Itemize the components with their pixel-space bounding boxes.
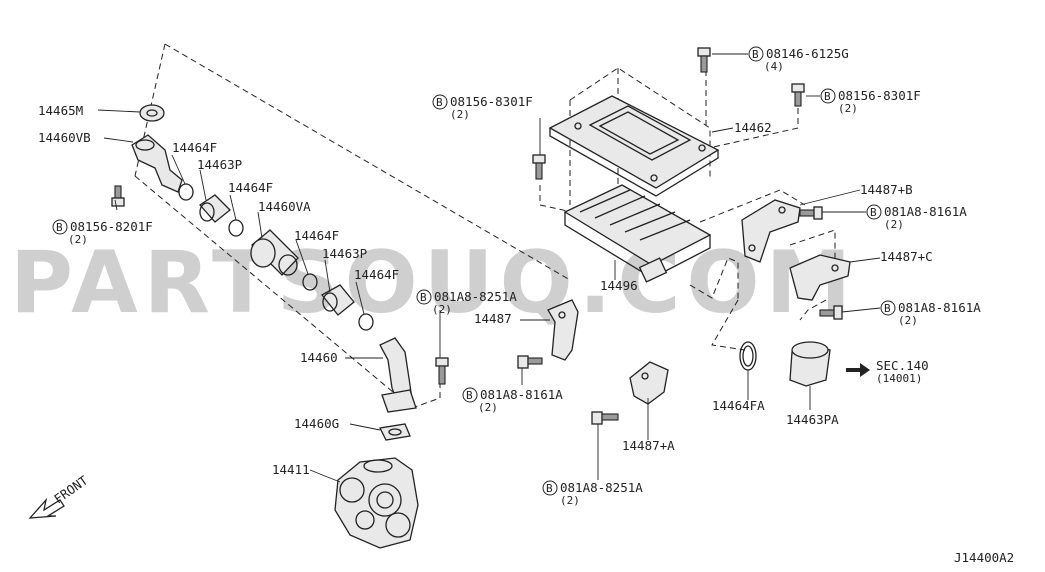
callout-b2: B 081A8-8251A (2) — [416, 289, 517, 316]
label-14464F-1: 14464F — [172, 140, 217, 155]
callout-b3: B 081A8-8161A (2) — [462, 387, 563, 414]
intercooler-14496 — [563, 184, 712, 283]
label-14487A: 14487+A — [622, 438, 675, 453]
svg-text:B: B — [884, 302, 891, 315]
bolt-qty-b9: (2) — [560, 494, 580, 507]
bolt-qty-b1: (2) — [68, 233, 88, 246]
bolt-081A8-8161A-left — [517, 355, 543, 369]
label-14463PA: 14463PA — [786, 412, 839, 427]
connector-14460VA — [250, 229, 299, 276]
callout-b4: B 08156-8301F (2) — [432, 94, 533, 121]
hose-14463P-2 — [321, 284, 355, 316]
bracket-14487 — [547, 299, 579, 361]
bolt-code-b7: 081A8-8161A — [884, 204, 967, 219]
bolt-code-b2: 081A8-8251A — [434, 289, 517, 304]
turbocharger-14411 — [334, 457, 419, 549]
svg-text:B: B — [546, 482, 553, 495]
label-14464FA: 14464FA — [712, 398, 765, 413]
bolt-081A8-8251A-upper — [435, 357, 449, 385]
callout-b8: B 081A8-8161A (2) — [880, 300, 981, 327]
label-14464F-3: 14464F — [294, 228, 339, 243]
gasket-14465M — [139, 104, 165, 122]
leader-lines — [97, 53, 881, 483]
bolt-08156-8301F-left — [532, 154, 546, 180]
front-label: FRONT — [51, 472, 91, 506]
bolt-code-b6: 08156-8301F — [838, 88, 921, 103]
bracket-14487C — [789, 254, 851, 301]
label-sec-sub: (14001) — [876, 372, 922, 385]
svg-text:B: B — [420, 291, 427, 304]
diagram-code: J14400A2 — [954, 550, 1014, 565]
sec-arrow-icon — [846, 363, 870, 377]
bolt-081A8-8251A-lower — [591, 411, 619, 425]
svg-text:B: B — [436, 96, 443, 109]
bolt-08156-8301F-right — [791, 83, 805, 107]
label-14460G: 14460G — [294, 416, 339, 431]
clamp-14464F-1 — [178, 183, 194, 201]
label-14487B: 14487+B — [860, 182, 913, 197]
bolt-code-b3: 081A8-8161A — [480, 387, 563, 402]
callout-b5: B 08146-6125G (4) — [748, 46, 849, 73]
bracket-14487A — [629, 361, 669, 405]
label-14465M: 14465M — [38, 103, 83, 118]
label-14411: 14411 — [272, 462, 310, 477]
gasket-14460G — [379, 423, 411, 441]
callout-b7: B 081A8-8161A (2) — [866, 204, 967, 231]
bracket-14487B — [741, 199, 801, 263]
bolt-qty-b8: (2) — [898, 314, 918, 327]
label-14487C: 14487+C — [880, 249, 933, 264]
front-arrow-icon — [28, 497, 65, 519]
label-sec: SEC.140 — [876, 358, 929, 373]
bolt-qty-b5: (4) — [764, 60, 784, 73]
bolt-code-b1: 08156-8201F — [70, 219, 153, 234]
callout-b1: B 08156-8201F (2) — [52, 219, 153, 246]
bolt-qty-b6: (2) — [838, 102, 858, 115]
clamp-14464F-3 — [302, 273, 318, 291]
callout-b6: B 08156-8301F (2) — [820, 88, 921, 115]
bolt-code-b4: 08156-8301F — [450, 94, 533, 109]
bolt-08146-6125G — [697, 47, 711, 73]
bolt-code-b9: 081A8-8251A — [560, 480, 643, 495]
label-14463P-1: 14463P — [197, 157, 242, 172]
bolt-symbol: B — [56, 221, 63, 234]
pipe-14460VB — [131, 134, 183, 193]
label-14463P-2: 14463P — [322, 246, 367, 261]
hose-14463PA — [789, 341, 831, 387]
label-14464F-2: 14464F — [228, 180, 273, 195]
watermark: PARTSOUQ.COM — [10, 233, 857, 333]
pipe-14460 — [379, 337, 417, 413]
clamp-14464F-4 — [358, 313, 374, 331]
label-14460: 14460 — [300, 350, 338, 365]
bolt-081A8-8161A-c — [819, 305, 843, 320]
bolt-08156-8201F — [111, 185, 125, 207]
bolt-qty-b4: (2) — [450, 108, 470, 121]
cover-14462 — [548, 95, 720, 197]
label-14464F-4: 14464F — [354, 267, 399, 282]
clamp-14464FA — [739, 341, 757, 371]
svg-text:B: B — [466, 389, 473, 402]
svg-text:B: B — [752, 48, 759, 61]
bolt-qty-b7: (2) — [884, 218, 904, 231]
svg-text:B: B — [870, 206, 877, 219]
bolt-code-b5: 08146-6125G — [766, 46, 849, 61]
label-14460VA: 14460VA — [258, 199, 311, 214]
label-14462: 14462 — [734, 120, 772, 135]
bolt-qty-b2: (2) — [432, 303, 452, 316]
callout-b9: B 081A8-8251A (2) — [542, 480, 643, 507]
label-14496: 14496 — [600, 278, 638, 293]
bolt-code-b8: 081A8-8161A — [898, 300, 981, 315]
label-14460VB: 14460VB — [38, 130, 91, 145]
bolt-qty-b3: (2) — [478, 401, 498, 414]
bolt-081A8-8161A-b — [799, 206, 823, 220]
hose-14463P-1 — [199, 194, 231, 223]
label-14487: 14487 — [474, 311, 512, 326]
svg-text:B: B — [824, 90, 831, 103]
